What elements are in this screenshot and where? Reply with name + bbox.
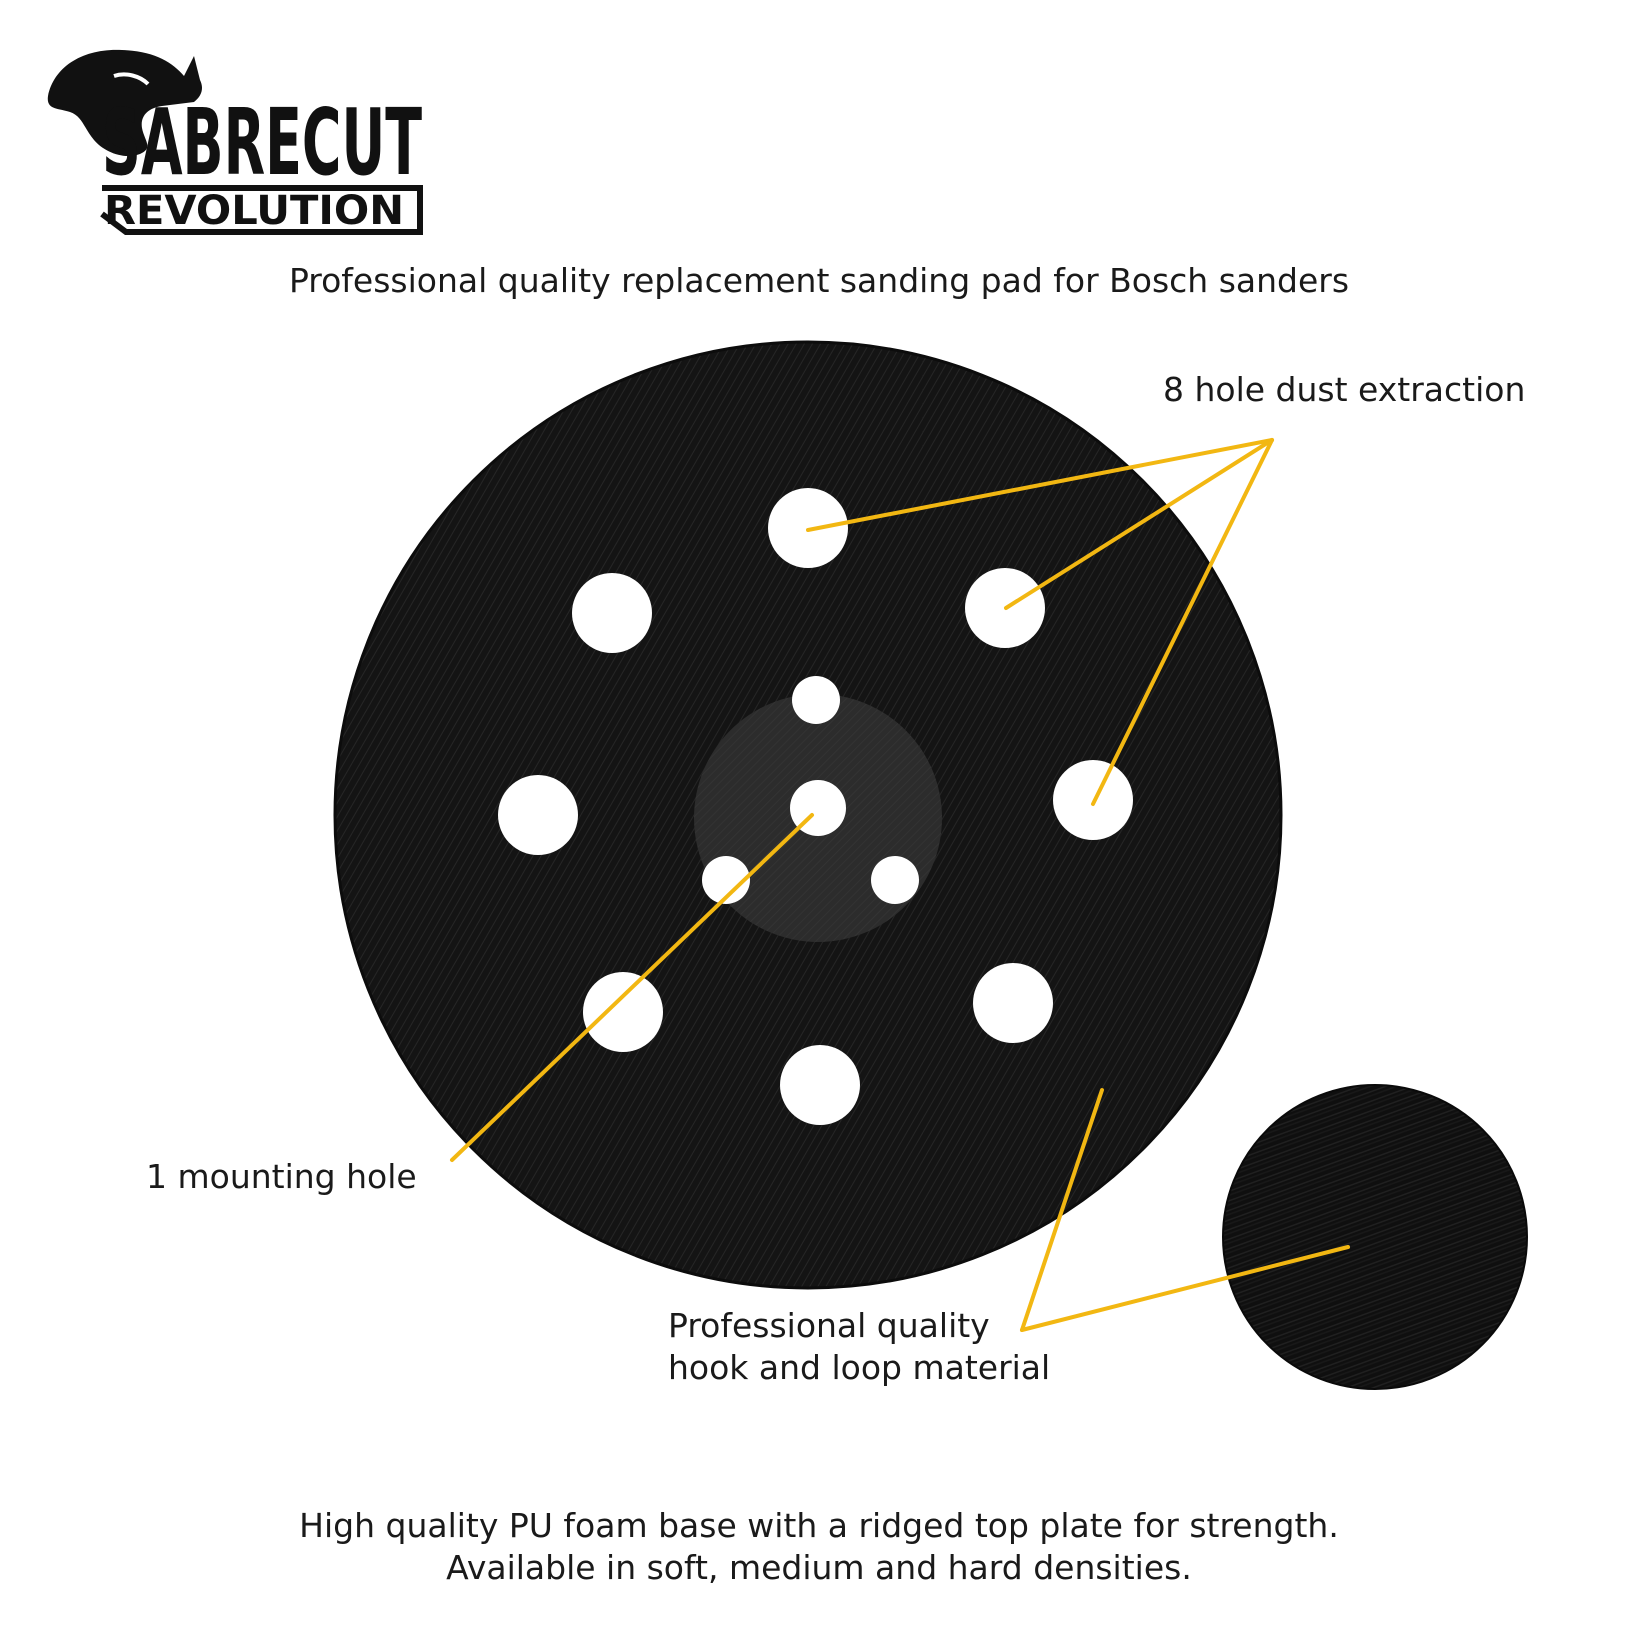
callout-dust-extraction: 8 hole dust extraction [1163,370,1526,409]
dust-hole [780,1045,860,1125]
sanding-pad [335,342,1281,1288]
leader-lines [450,438,1350,1332]
dust-hole [1053,760,1133,840]
hub-screw-hole [702,856,750,904]
mounting-hole [790,780,846,836]
callout-hook-loop-line2: hook and loop material [668,1348,1051,1388]
footer-line1: High quality PU foam base with a ridged … [299,1506,1339,1545]
dust-hole [973,963,1053,1043]
brand-subline: REVOLUTION [104,188,404,234]
hub-holes [702,676,919,904]
leader-line-dust [1004,438,1274,610]
brand-logo: SABRECUT REVOLUTION [44,36,434,242]
leader-line-dust [806,438,1274,532]
hook-loop-detail [1223,1085,1527,1389]
callout-mounting-hole: 1 mounting hole [146,1157,417,1196]
dust-holes [498,488,1133,1125]
footer-line2: Available in soft, medium and hard densi… [446,1548,1192,1588]
dust-hole [965,568,1045,648]
dust-hole [498,775,578,855]
leader-line-dust [1091,438,1274,806]
brand-name: SABRECUT [102,89,422,196]
sabrecut-logo-graphic: SABRECUT REVOLUTION [47,49,423,235]
dust-hole [768,488,848,568]
callout-hook-loop: Professional quality hook and loop mater… [668,1305,1088,1389]
footer-description: High quality PU foam base with a ridged … [0,1505,1638,1589]
leader-line-mount [450,813,814,1162]
hub-screw-hole [871,856,919,904]
callout-hook-loop-line1: Professional quality [668,1306,990,1345]
leader-line-hook [1020,1088,1104,1332]
panther-head-icon [47,49,202,157]
headline: Professional quality replacement sanding… [288,261,1350,300]
dust-hole [583,972,663,1052]
pad-hub [694,694,942,942]
dust-hole [572,573,652,653]
hub-screw-hole [792,676,840,724]
